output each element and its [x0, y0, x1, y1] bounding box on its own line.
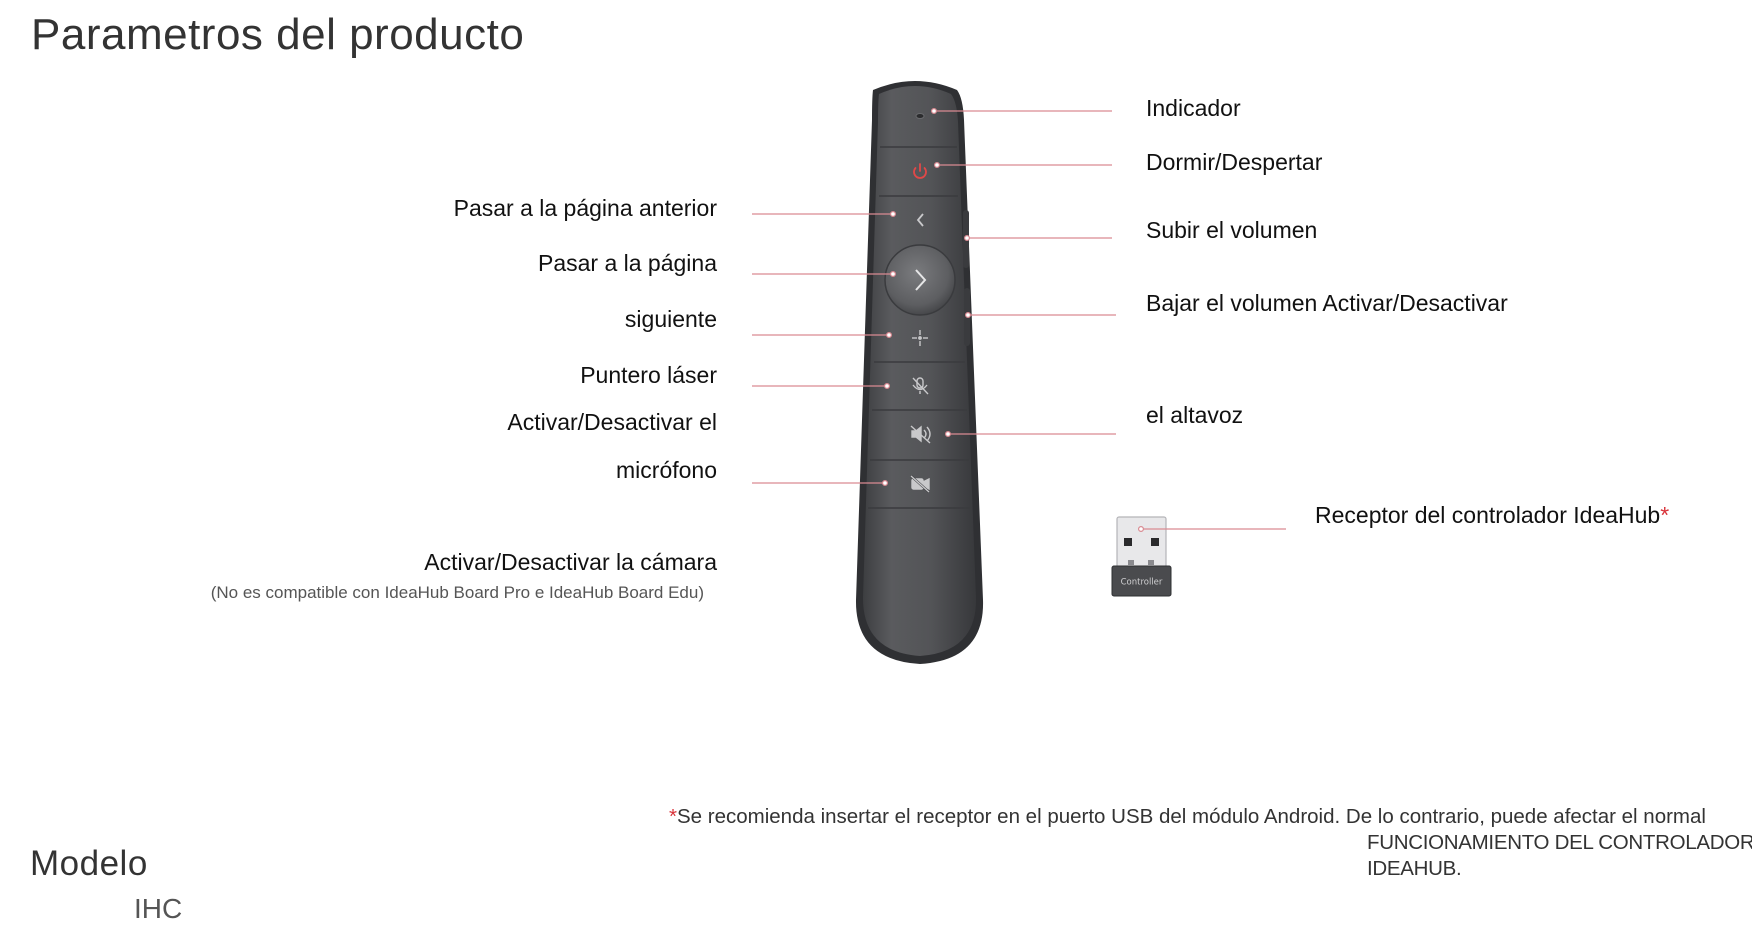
leader-lines — [752, 110, 1286, 530]
label-speaker: el altavoz — [1146, 402, 1244, 428]
label-next-page-line1: Pasar a la página — [537, 250, 717, 276]
footnote-line1: *Se recomienda insertar el receptor en e… — [669, 805, 1706, 828]
label-camera: Activar/Desactivar la cámara — [424, 549, 717, 575]
camera-off-icon — [910, 475, 930, 493]
label-next-page-line2: siguiente — [624, 306, 717, 332]
page-title: Parametros del producto — [31, 10, 525, 59]
footnote-line3: IDEAHUB. — [1367, 857, 1462, 880]
usb-receiver: Controller — [1111, 516, 1172, 597]
laser-icon — [912, 330, 928, 346]
receiver-asterisk: * — [1660, 502, 1670, 528]
label-prev-page: Pasar a la página anterior — [453, 195, 717, 221]
model-heading: Modelo — [30, 844, 148, 883]
label-receiver: Receptor del controlador IdeaHub* — [1315, 502, 1670, 528]
footnote-line2: FUNCIONAMIENTO DEL CONTROLADOR — [1367, 831, 1752, 854]
label-camera-note: (No es compatible con IdeaHub Board Pro … — [210, 583, 704, 602]
label-sleep: Dormir/Despertar — [1146, 149, 1323, 175]
chevron-right-icon — [915, 269, 927, 291]
label-indicator: Indicador — [1146, 95, 1241, 121]
power-icon — [913, 163, 927, 179]
label-volume-up: Subir el volumen — [1146, 217, 1318, 243]
model-value: IHC — [134, 893, 183, 924]
dongle-label: Controller — [1121, 578, 1163, 588]
label-mic-line2: micrófono — [616, 457, 717, 483]
speaker-off-icon — [910, 425, 931, 444]
label-volume-down: Bajar el volumen Activar/Desactivar — [1146, 290, 1508, 316]
label-mic-line1: Activar/Desactivar el — [507, 409, 717, 435]
remote-controller — [855, 81, 984, 664]
chevron-left-icon — [916, 213, 924, 227]
mic-off-icon — [912, 377, 929, 395]
label-laser: Puntero láser — [580, 362, 717, 388]
